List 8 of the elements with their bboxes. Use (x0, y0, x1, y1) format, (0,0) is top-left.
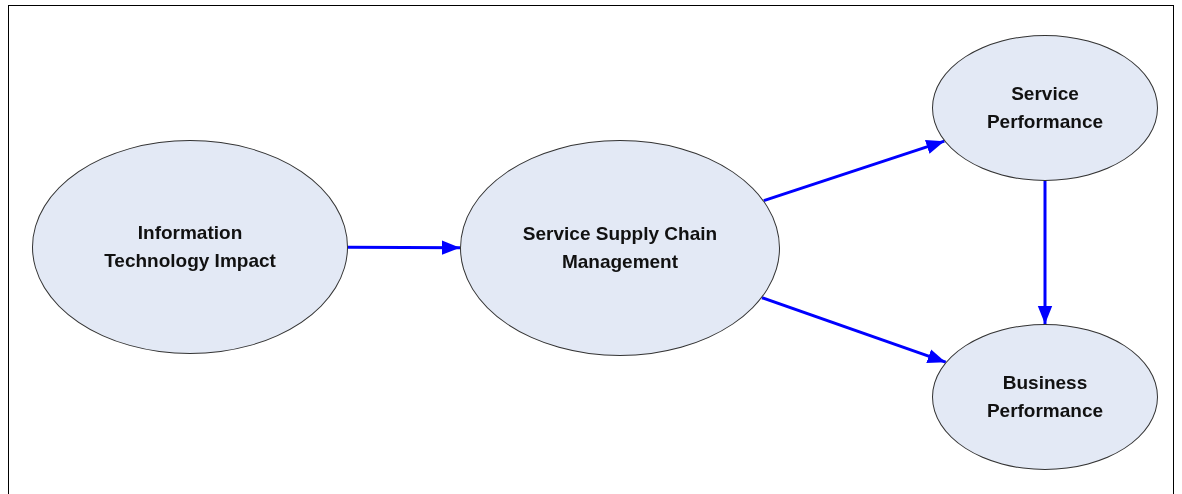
node-label: Business Performance (985, 371, 1105, 423)
node-label: Information Technology Impact (103, 221, 277, 273)
arrow (761, 296, 947, 364)
arrow (1037, 181, 1053, 324)
arrow (348, 240, 460, 255)
arrow (763, 139, 945, 203)
node-label: Service Supply Chain Management (521, 222, 719, 274)
node-label: Service Performance (985, 82, 1105, 134)
